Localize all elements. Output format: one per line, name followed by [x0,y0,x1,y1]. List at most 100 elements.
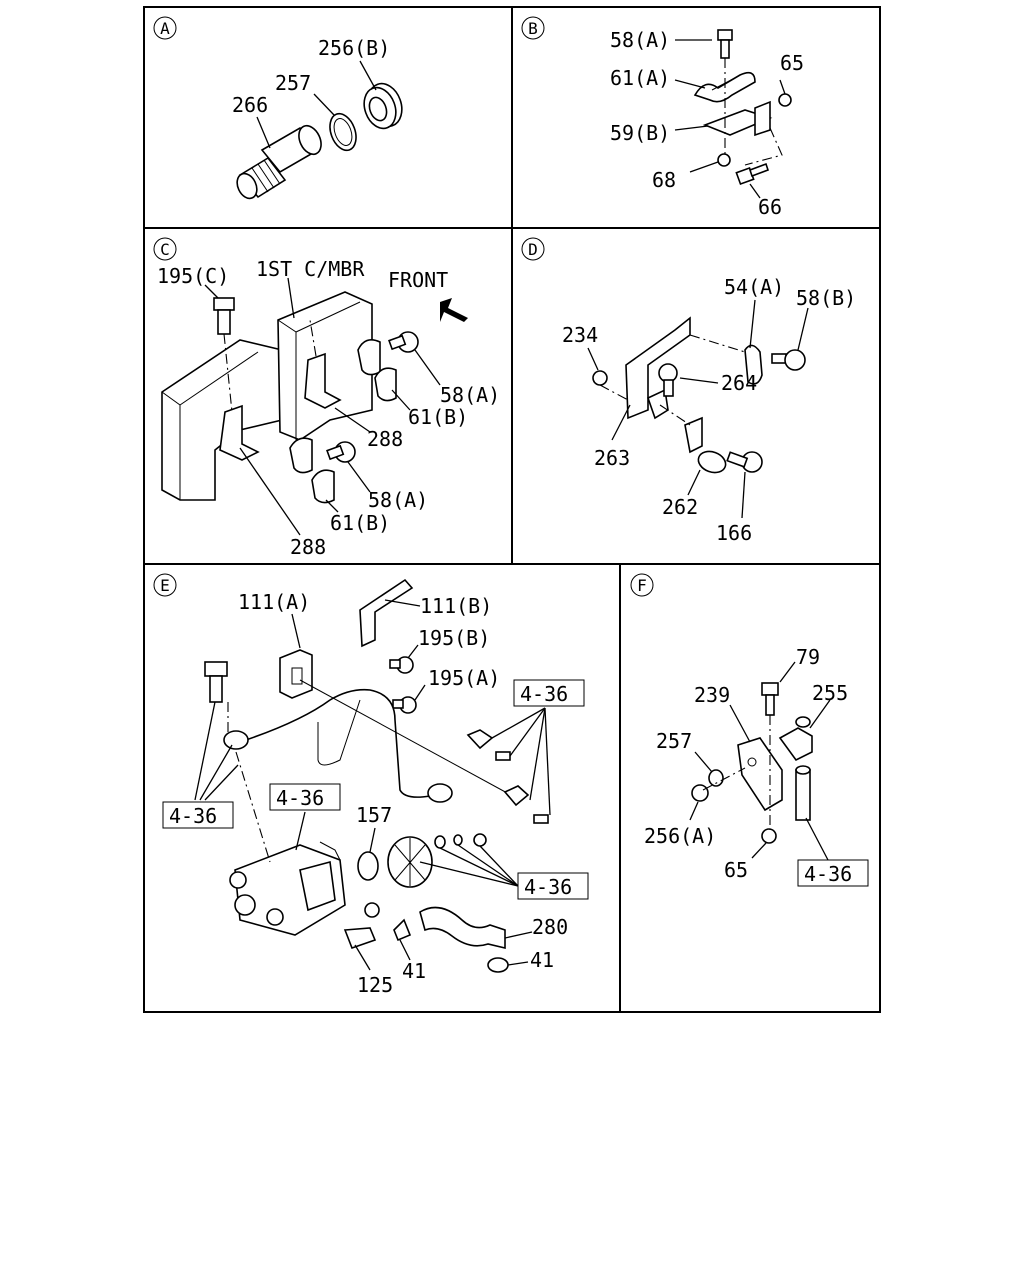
fitting-125 [343,902,380,950]
panel-e: E [153,573,589,997]
bracket-59b [702,100,773,137]
ref-box-4: 4-36 [517,872,589,900]
bolt-79 [761,682,779,716]
bolt-66 [735,162,770,186]
ring-257 [329,112,357,152]
nut-65 [778,93,792,107]
svg-text:F: F [637,576,647,595]
gear [387,836,433,888]
label-195b: 195(B) [418,626,490,650]
label-58a-upper: 58(A) [440,383,500,407]
svg-text:4-36: 4-36 [524,875,572,899]
label-59b: 59(B) [610,121,670,145]
label-125: 125 [357,973,393,997]
nut-256a [691,784,709,802]
label-65: 65 [780,51,804,75]
fitting-266 [236,124,322,200]
panel-c-letter: C [153,237,177,261]
label-41-left: 41 [402,959,426,983]
bolt-195a [392,696,417,714]
label-256a: 256(A) [644,824,716,848]
svg-text:4-36: 4-36 [520,682,568,706]
label-256b: 256(B) [318,36,390,60]
panel-f: F 4-36 [630,573,869,887]
label-54a: 54(A) [724,275,784,299]
label-157: 157 [356,803,392,827]
label-61b-lower: 61(B) [330,511,390,535]
label-266: 266 [232,93,268,117]
bolt-58b [771,349,806,371]
label-65-f: 65 [724,858,748,882]
clamp-upper [466,729,511,761]
label-68: 68 [652,168,676,192]
label-288-lower: 288 [290,535,326,559]
label-234: 234 [562,323,598,347]
panel-e-letter: E [153,573,177,597]
ref-box-f: 4-36 [797,859,869,887]
label-257-f: 257 [656,729,692,753]
label-264: 264 [721,371,757,395]
nut-68 [717,153,731,167]
bracket-263 [625,316,691,420]
label-58a: 58(A) [610,28,670,52]
bracket-239 [737,737,783,812]
label-61a: 61(A) [610,66,670,90]
clip-41-left [393,918,412,942]
svg-text:D: D [528,240,538,259]
svg-text:4-36: 4-36 [169,804,217,828]
banjo-bolt [204,661,228,703]
oring-157 [357,851,379,881]
label-195a: 195(A) [428,666,500,690]
panel-c: C [153,237,500,559]
label-263: 263 [594,446,630,470]
label-166: 166 [716,521,752,545]
bolt-58a [717,29,733,59]
bolt-264 [658,363,678,397]
crossmember [161,291,373,501]
bolt-195c [213,297,235,335]
bracket-111b [359,578,414,648]
label-front: FRONT [388,268,448,292]
bolt-58a-lower [326,441,356,463]
label-288-upper: 288 [367,427,403,451]
pipe-stub [795,765,811,821]
leader-lines-e [194,599,551,971]
panel-a: A 256(B) 257 266 [153,16,403,200]
label-61b-upper: 61(B) [408,405,468,429]
label-239: 239 [694,683,730,707]
svg-text:A: A [160,19,170,38]
washers [434,833,487,849]
bolt-166 [726,451,763,473]
clip-41-right [487,957,509,973]
label-195c: 195(C) [157,264,229,288]
bolt-58a-upper [388,331,419,353]
label-255: 255 [812,681,848,705]
bracket-288-lower [219,404,260,461]
clamp-61b-lower [289,437,335,504]
washer-234 [592,370,608,386]
svg-text:E: E [160,576,170,595]
ref-box-1: 4-36 [513,679,585,707]
diagram-frame [143,6,881,1013]
svg-text:4-36: 4-36 [804,862,852,886]
label-66: 66 [758,195,782,219]
washer-257 [708,769,724,787]
hose-280 [419,906,506,950]
nut-256b [363,82,403,130]
bracket-111a [279,649,313,699]
ref-box-3: 4-36 [269,783,341,811]
label-257: 257 [275,71,311,95]
label-58b: 58(B) [796,286,856,310]
bracket-288-upper [304,352,342,409]
ref-box-2: 4-36 [162,801,234,829]
svg-text:C: C [160,240,170,259]
svg-text:B: B [528,19,538,38]
svg-text:4-36: 4-36 [276,786,324,810]
label-111a: 111(A) [238,590,310,614]
pump [229,841,346,936]
label-58a-lower: 58(A) [368,488,428,512]
label-41-right: 41 [530,948,554,972]
panel-b-letter: B [521,16,545,40]
panel-d: D [521,237,856,545]
